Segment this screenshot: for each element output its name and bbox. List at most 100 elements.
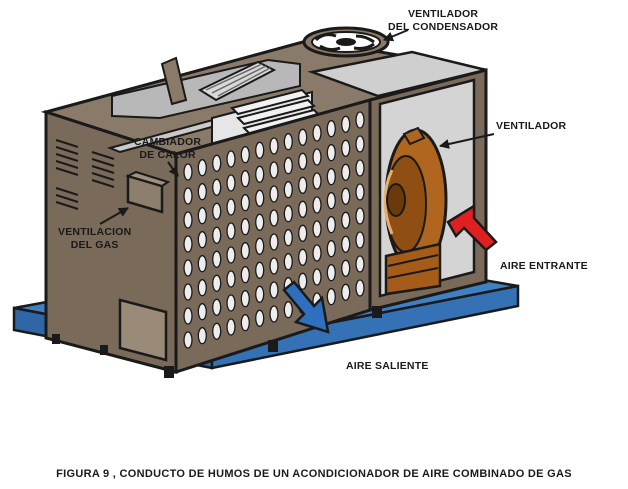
grille-hole [226,174,236,192]
grille-hole [212,226,222,244]
grille-hole [326,288,336,306]
air-out-arrow [282,280,330,334]
grille-hole [283,181,293,199]
grille-hole [226,270,236,288]
grille-hole [298,248,308,266]
grille-hole [341,187,351,205]
grille-hole [355,255,365,273]
grille-hole [312,124,322,142]
grille-hole [355,231,365,249]
grille-hole [269,281,279,299]
louver-grille-icon [183,111,365,349]
grille-hole [197,327,207,345]
label-gas-vent-line2: DEL GAS [70,239,119,251]
grille-hole [269,137,279,155]
grille-hole [255,261,265,279]
grille-hole [298,152,308,170]
label-air-out: AIRE SALIENTE [346,360,429,372]
grille-hole [298,128,308,146]
grille-hole [283,229,293,247]
label-gas-vent-line1: VENTILACION [58,226,132,238]
leader-lines [99,29,495,225]
grille-hole [212,298,222,316]
air-in-arrow [446,203,498,252]
grille-hole [183,211,193,229]
grille-hole [240,194,250,212]
grille-hole [312,244,322,262]
label-heat-exchanger: CAMBIADOR DE CALOR [134,136,201,162]
label-gas-vent: VENTILACION DEL GAS [58,226,131,252]
gas-vent-box [125,170,171,214]
grille-hole [269,209,279,227]
grille-hole [341,139,351,157]
grille-hole [197,231,207,249]
label-condenser-fan: VENTILADOR DEL CONDENSADOR [388,8,498,34]
grille-hole [212,274,222,292]
grille-hole [355,159,365,177]
grille-hole [255,213,265,231]
grille-hole [312,196,322,214]
grille-hole [226,198,236,216]
label-heat-exchanger-line2: DE CALOR [139,149,196,161]
grille-hole [355,279,365,297]
grille-hole [298,272,308,290]
condenser-fan-icon [302,26,390,58]
blower-compartment [268,68,488,352]
grille-hole [355,111,365,129]
label-heat-exchanger-line1: CAMBIADOR [134,136,202,148]
grille-hole [226,150,236,168]
grille-hole [197,303,207,321]
grille-hole [341,235,351,253]
grille-hole [212,322,222,340]
grille-hole [283,133,293,151]
grille-hole [183,331,193,349]
grille-hole [283,205,293,223]
blower-wheel-icon [383,126,448,296]
grille-hole [226,246,236,264]
grille-hole [341,163,351,181]
grille-hole [312,220,322,238]
grille-hole [269,305,279,323]
grille-hole [183,283,193,301]
grille-hole [240,146,250,164]
grille-hole [355,135,365,153]
grille-hole [240,242,250,260]
front-grille-panel [174,98,372,375]
grille-hole [326,192,336,210]
label-air-in: AIRE ENTRANTE [500,260,588,272]
grille-hole [226,222,236,240]
grille-hole [197,207,207,225]
figure-caption: FIGURA 9 , CONDUCTO DE HUMOS DE UN ACOND… [56,468,572,480]
grille-hole [212,202,222,220]
grille-hole [269,185,279,203]
grille-hole [283,253,293,271]
grille-hole [326,240,336,258]
grille-hole [183,163,193,181]
grille-hole [183,307,193,325]
grille-hole [226,294,236,312]
louver-grille-icon [55,139,115,210]
grille-hole [312,148,322,166]
grille-hole [255,285,265,303]
grille-hole [212,154,222,172]
grille-hole [341,259,351,277]
grille-hole [183,235,193,253]
grille-hole [255,141,265,159]
grille-hole [298,176,308,194]
grille-hole [240,266,250,284]
grille-hole [269,161,279,179]
grille-hole [326,216,336,234]
label-fan: VENTILADOR [496,120,567,132]
label-condenser-fan-line2: DEL CONDENSADOR [388,21,499,33]
grille-hole [283,301,293,319]
grille-hole [212,250,222,268]
grille-hole [298,224,308,242]
grille-hole [255,309,265,327]
grille-hole [197,159,207,177]
grille-hole [226,318,236,336]
grille-hole [183,259,193,277]
grille-hole [326,264,336,282]
grille-hole [197,255,207,273]
grille-hole [283,157,293,175]
